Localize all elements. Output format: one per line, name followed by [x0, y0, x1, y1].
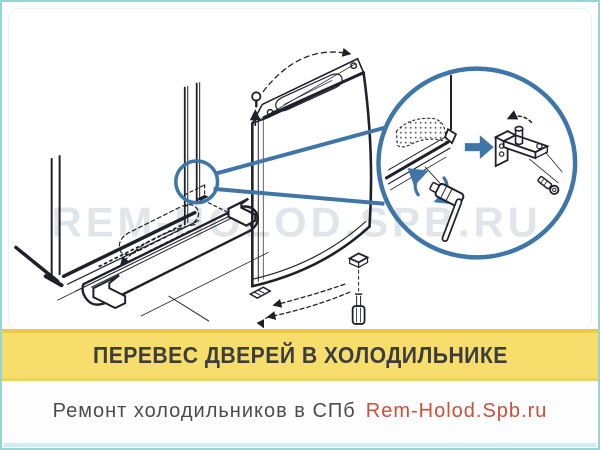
mounting-screw: [537, 175, 560, 195]
footer: Ремонт холодильников в СПб Rem-Holod.Spb…: [2, 381, 598, 441]
refrigerator-cabinet-base: [14, 82, 269, 322]
footer-caption: Ремонт холодильников в СПб: [52, 400, 356, 422]
watermark-text: REM-HOLOD.SPB.RU: [52, 199, 542, 246]
swap-arc-top: [262, 47, 352, 93]
lower-hinge-detail-circle: [174, 159, 220, 205]
hinge-bracket: [493, 110, 563, 184]
door-reversal-diagram: REM-HOLOD.SPB.RU: [14, 47, 578, 329]
refrigerator-door: [248, 47, 373, 329]
magnified-view-circle: [376, 66, 578, 260]
screw-and-cap: [347, 252, 370, 325]
bottom-divider: [3, 443, 597, 447]
door-corner-detail: [384, 74, 458, 191]
magnifier-links: [174, 125, 387, 206]
banner-title: ПЕРЕВЕС ДВЕРЕЙ В ХОЛОДИЛЬНИКЕ: [92, 342, 508, 368]
socket-wrench: [429, 182, 465, 242]
site-link[interactable]: Rem-Holod.Spb.ru: [365, 400, 548, 422]
hinge-pin: [249, 91, 262, 127]
door-handle-recess: [275, 73, 343, 112]
title-banner: ПЕРЕВЕС ДВЕРЕЙ В ХОЛОДИЛЬНИКЕ: [2, 329, 598, 381]
transfer-arrow: [464, 135, 494, 160]
bottom-plug: [248, 286, 272, 299]
kick-plate: [81, 204, 259, 310]
